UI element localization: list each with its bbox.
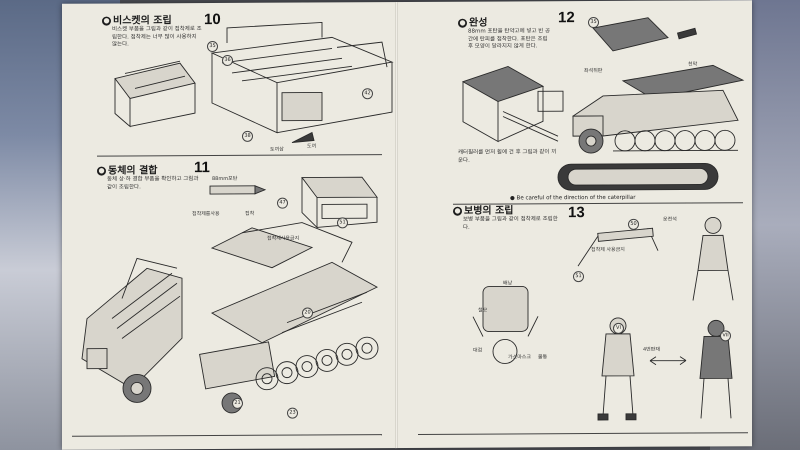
label-seat-back: 좌석뒤판 [584, 67, 603, 75]
right-page: ●완성 88mm 포탄을 탄약고에 넣고 빈 공간에 탄피를 접착한다. 포탄은… [398, 0, 752, 448]
section-soldier: ●보병의 조립 보병 부품을 그림과 같이 접착제로 조립한다. [453, 201, 563, 232]
track-note: 캐터필러를 먼저 휠에 건 후 그림과 같이 끼운다. [458, 149, 557, 164]
label-scabbard: 대검 [473, 347, 483, 354]
canopy-rack-diagram [114, 60, 196, 128]
label-glue-no: 접착제 사용금지 [591, 246, 625, 254]
completed-halftrack-diagram [572, 64, 745, 154]
arrow-icon [649, 356, 687, 366]
part-number: 35 [588, 16, 599, 29]
section-title: 동체의 결합 [108, 165, 158, 177]
bullet-icon: ● [97, 166, 106, 176]
ammo-box-diagram [301, 176, 378, 229]
label-axe: 도끼 [307, 143, 317, 150]
part-number: 20 [302, 307, 313, 319]
label-screw: 접착제사용금지 [267, 235, 300, 242]
soldier-back-diagram [699, 319, 733, 419]
part-number: 47 [277, 197, 288, 209]
chassis-assembly-diagram [199, 222, 379, 414]
section-title: 비스켓의 조립 [113, 15, 172, 27]
section-note: 보병 부품을 그림과 같이 접착제로 조립한다. [463, 216, 558, 231]
ammo-shell-diagram [209, 185, 267, 195]
backpack-diagram [472, 285, 539, 364]
part-number: 38 [242, 130, 253, 142]
label-seat: 운전석 [663, 216, 677, 223]
bottom-rule [418, 432, 748, 435]
label-gas-mask: 가스마스크 [508, 354, 532, 361]
section-title: 완성 [469, 17, 488, 29]
label-hand-ref: 4번판재 [643, 346, 660, 353]
part-number: 42 [362, 88, 373, 100]
label-canteen: 물통 [538, 354, 548, 361]
section-soldier-title: ●보병의 조립 [453, 201, 563, 217]
step-number: 13 [568, 204, 585, 222]
label-shovel: 토끼삽 [270, 146, 284, 153]
tarp-diagram [592, 17, 698, 52]
label-glue2: 접착 [245, 210, 255, 217]
part-number: 23 [287, 407, 298, 419]
part-number: VII [720, 330, 731, 342]
section-divider [97, 154, 382, 157]
finished-vehicle-diagram [81, 257, 183, 403]
section-note: 88mm 포탄을 탄약고에 넣고 빈 공간에 탄피를 접착한다. 포탄은 조립 … [468, 28, 551, 50]
label-tarp: 천막 [688, 61, 698, 68]
label-ammo-size: 88mm포탄 [212, 175, 238, 183]
label-backpack: 배낭 [503, 280, 513, 287]
section-title: 보병의 조립 [464, 205, 514, 217]
part-number: 35 [207, 40, 218, 53]
instruction-sheet: ●비스켓의 조립 비스켓 부품을 그림과 같이 접착제로 조립한다. 접착제는 … [62, 0, 752, 450]
bullet-icon: ● [458, 18, 467, 28]
step-number: 11 [194, 159, 210, 177]
ammo-rack-diagram [461, 65, 564, 143]
part-number: 51 [337, 217, 348, 229]
part-number: VI [613, 322, 624, 334]
part-number: 51 [573, 271, 584, 283]
left-page: ●비스켓의 조립 비스켓 부품을 그림과 같이 접착제로 조립한다. 접착제는 … [62, 2, 394, 450]
label-glue: 접착제를사용 [192, 210, 220, 218]
section-note: 동체 상·하 결합 부품을 확인하고 그림과 같이 조립한다. [107, 176, 199, 191]
bullet-icon: ● [102, 16, 111, 26]
part-number: 21 [232, 397, 243, 409]
part-number: 36 [222, 54, 233, 66]
rifle-diagram [577, 227, 659, 267]
bullet-icon: ● [453, 206, 462, 216]
label-helmet: 철모 [478, 307, 488, 314]
step-number: 12 [558, 9, 575, 27]
section-done: ●완성 88mm 포탄을 탄약고에 넣고 빈 공간에 탄피를 접착한다. 포탄은… [458, 13, 553, 51]
section-done-title: ●완성 [458, 13, 553, 29]
part-number: 50 [628, 218, 639, 230]
driver-figure-diagram [692, 216, 734, 301]
bottom-rule [72, 434, 382, 437]
caterpillar-track-diagram [557, 162, 719, 191]
canopy-frame-diagram [210, 21, 394, 144]
